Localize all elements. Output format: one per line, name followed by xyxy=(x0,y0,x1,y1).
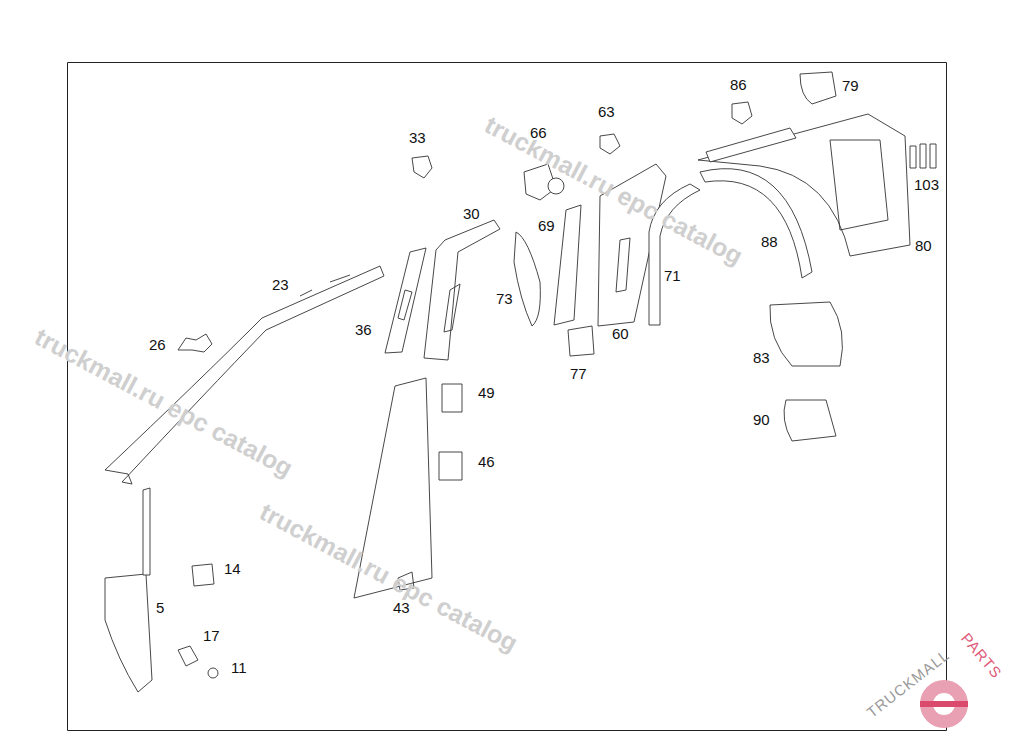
callout-number: 73 xyxy=(495,291,514,306)
callout-number: 90 xyxy=(752,412,771,427)
callout-number: 83 xyxy=(752,350,771,365)
logo-text: PARTS xyxy=(959,630,1005,681)
callout-number: 30 xyxy=(462,206,481,221)
callout-number: 46 xyxy=(477,454,496,469)
callout-number: 103 xyxy=(913,177,940,192)
callout-number: 88 xyxy=(760,234,779,249)
callout-number: 5 xyxy=(155,600,165,615)
callout-number: 79 xyxy=(841,78,860,93)
callout-number: 69 xyxy=(537,218,556,233)
callout-number: 17 xyxy=(202,628,221,643)
callout-number: 23 xyxy=(271,277,290,292)
logo-gear xyxy=(920,680,968,728)
callout-number: 86 xyxy=(729,77,748,92)
callout-number: 66 xyxy=(529,125,548,140)
callout-number: 36 xyxy=(354,322,373,337)
callout-number: 33 xyxy=(408,130,427,145)
callout-number: 77 xyxy=(569,366,588,381)
callout-number: 63 xyxy=(597,104,616,119)
callout-number: 71 xyxy=(663,268,682,283)
callout-number: 43 xyxy=(392,600,411,615)
callout-number: 60 xyxy=(611,326,630,341)
callout-number: 11 xyxy=(230,660,248,675)
callout-number: 80 xyxy=(914,238,933,253)
callout-number: 49 xyxy=(477,385,496,400)
callout-number: 26 xyxy=(148,337,167,352)
callout-number: 14 xyxy=(223,561,242,576)
